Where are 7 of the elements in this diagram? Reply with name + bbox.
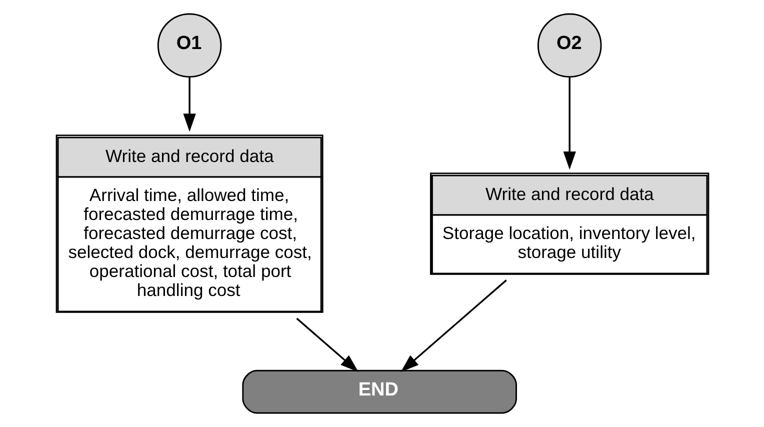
arrow	[400, 280, 506, 372]
node-box: END	[242, 370, 516, 414]
arrow	[296, 318, 358, 372]
arrow	[562, 77, 576, 170]
node-circle: O1	[156, 13, 222, 78]
node-circle: O2	[536, 13, 602, 78]
arrow	[182, 77, 196, 132]
